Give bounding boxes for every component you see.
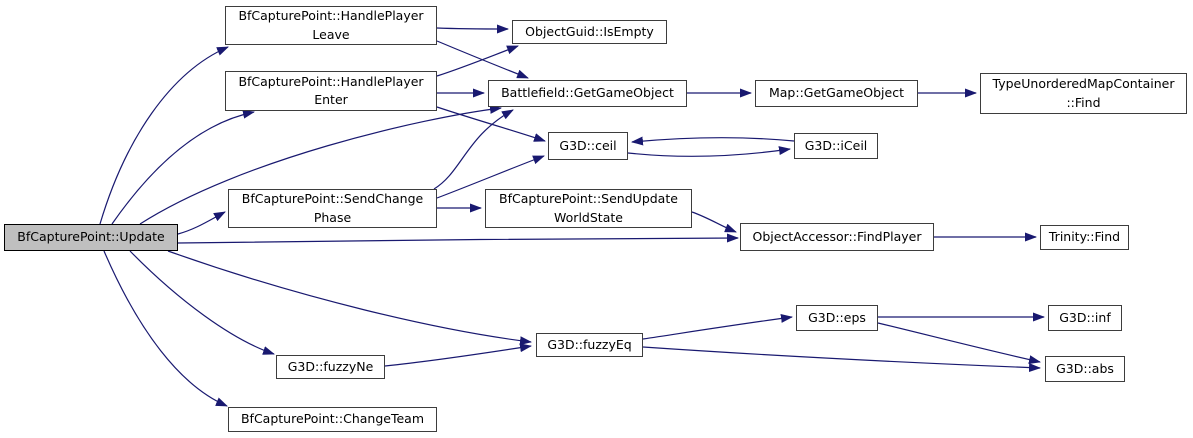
edge-enter-to-ceil bbox=[436, 106, 546, 142]
node-map_ggo[interactable]: Map::GetGameObject bbox=[755, 80, 918, 107]
edge-update-to-leave bbox=[99, 46, 229, 225]
edge-update-to-findplayer bbox=[177, 233, 739, 244]
node-tumc_find[interactable]: TypeUnorderedMapContainer ::Find bbox=[980, 73, 1187, 114]
node-label: BfCapturePoint::SendChange Phase bbox=[241, 191, 424, 225]
node-isempty[interactable]: ObjectGuid::IsEmpty bbox=[512, 20, 667, 44]
edge-fuzzyeq-to-abs bbox=[642, 346, 1041, 373]
edge-eps-to-abs bbox=[877, 322, 1041, 365]
node-label: G3D::fuzzyNe bbox=[287, 358, 374, 374]
node-label: BfCapturePoint::Update bbox=[17, 229, 165, 245]
node-fuzzyne[interactable]: G3D::fuzzyNe bbox=[276, 355, 385, 379]
node-label: BfCapturePoint::HandlePlayer Enter bbox=[238, 73, 424, 107]
edge-fuzzyeq-to-eps bbox=[642, 314, 793, 340]
edge-update-to-changeteam bbox=[103, 250, 228, 407]
node-fuzzyeq[interactable]: G3D::fuzzyEq bbox=[536, 333, 643, 357]
edge-leave-to-isempty bbox=[436, 24, 509, 34]
edge-fuzzyne-to-fuzzyeq bbox=[384, 343, 532, 367]
node-label: Trinity::Find bbox=[1048, 229, 1121, 245]
edge-sendchange-to-ceil bbox=[436, 155, 545, 199]
node-label: G3D::iCeil bbox=[804, 137, 868, 153]
node-label: BfCapturePoint::ChangeTeam bbox=[240, 411, 425, 427]
edge-sendupdate-to-findplayer bbox=[691, 211, 737, 233]
node-trinity_find[interactable]: Trinity::Find bbox=[1040, 225, 1129, 250]
node-sendchange[interactable]: BfCapturePoint::SendChange Phase bbox=[228, 189, 437, 228]
node-abs[interactable]: G3D::abs bbox=[1045, 356, 1125, 382]
edge-sendchange-to-bf_ggo bbox=[433, 109, 514, 190]
edge-update-to-fuzzyeq bbox=[167, 250, 532, 346]
node-label: Battlefield::GetGameObject bbox=[501, 85, 674, 101]
node-label: G3D::fuzzyEq bbox=[547, 336, 632, 352]
node-label: G3D::abs bbox=[1056, 360, 1114, 376]
node-iceil[interactable]: G3D::iCeil bbox=[794, 133, 878, 159]
node-label: G3D::eps bbox=[808, 309, 866, 325]
edge-leave-to-bf_ggo bbox=[436, 40, 529, 79]
node-changeteam[interactable]: BfCapturePoint::ChangeTeam bbox=[228, 407, 437, 432]
node-sendupdate[interactable]: BfCapturePoint::SendUpdate WorldState bbox=[485, 189, 692, 228]
node-inf[interactable]: G3D::inf bbox=[1048, 305, 1122, 331]
node-leave[interactable]: BfCapturePoint::HandlePlayer Leave bbox=[225, 6, 437, 45]
edge-enter-to-isempty bbox=[436, 45, 519, 77]
edge-ceil-to-iceil bbox=[627, 146, 791, 157]
node-ceil[interactable]: G3D::ceil bbox=[548, 132, 628, 160]
node-update[interactable]: BfCapturePoint::Update bbox=[4, 224, 178, 251]
node-eps[interactable]: G3D::eps bbox=[796, 305, 878, 331]
edge-update-to-sendchange bbox=[177, 211, 226, 235]
edge-update-to-bf_ggo bbox=[139, 104, 502, 225]
node-label: BfCapturePoint::HandlePlayer Leave bbox=[238, 8, 424, 42]
node-label: TypeUnorderedMapContainer ::Find bbox=[992, 76, 1175, 110]
node-bf_ggo[interactable]: Battlefield::GetGameObject bbox=[488, 80, 687, 107]
node-label: G3D::ceil bbox=[559, 137, 617, 153]
node-label: ObjectAccessor::FindPlayer bbox=[752, 228, 922, 244]
node-label: ObjectGuid::IsEmpty bbox=[525, 23, 654, 39]
node-findplayer[interactable]: ObjectAccessor::FindPlayer bbox=[740, 223, 934, 251]
edge-update-to-fuzzyne bbox=[129, 250, 275, 355]
node-enter[interactable]: BfCapturePoint::HandlePlayer Enter bbox=[225, 71, 437, 111]
node-label: BfCapturePoint::SendUpdate WorldState bbox=[499, 191, 678, 225]
node-label: Map::GetGameObject bbox=[768, 85, 904, 101]
node-label: G3D::inf bbox=[1059, 309, 1111, 325]
edge-iceil-to-ceil bbox=[631, 136, 795, 146]
edge-update-to-enter bbox=[111, 109, 255, 225]
